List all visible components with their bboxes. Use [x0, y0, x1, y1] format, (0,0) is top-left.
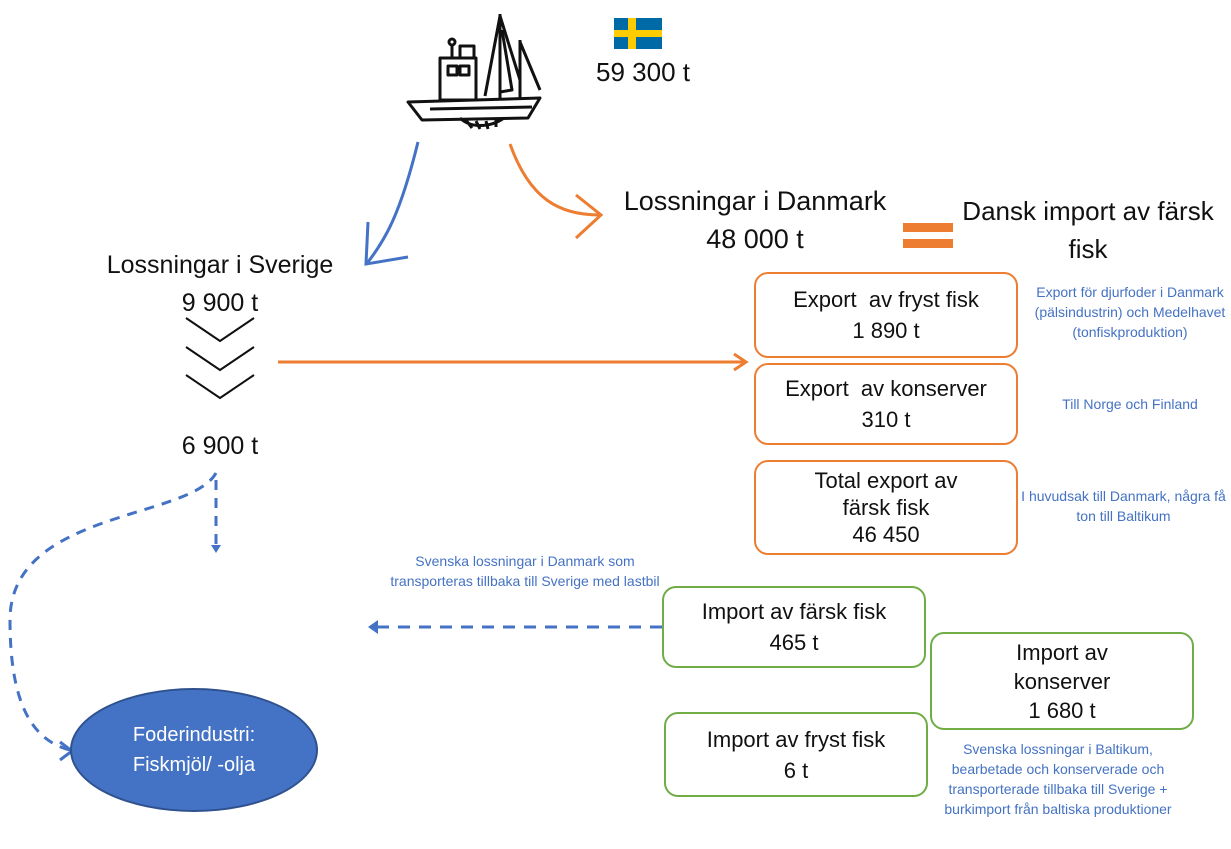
export-fresh-value: 46 450	[852, 522, 920, 547]
import-canned-box: Import av konserver 1 680 t	[930, 632, 1194, 730]
swedish-catch-value: 59 300 t	[596, 57, 690, 87]
fishing-boat-icon	[406, 14, 542, 130]
export-fresh-box: Total export av färsk fisk 46 450	[754, 460, 1018, 555]
arrow-import-back-head	[368, 620, 378, 634]
arrow-to-denmark	[508, 143, 601, 217]
arrow-to-sweden-head	[364, 221, 409, 266]
equals-sign	[903, 223, 953, 232]
import-canned-label2: konserver	[1013, 668, 1111, 694]
import-frozen-value: 6 t	[783, 757, 809, 783]
import-fresh-value: 465 t	[769, 630, 819, 655]
import-fresh-label: Import av färsk fisk	[701, 599, 887, 624]
export-frozen-box: Export av fryst fisk 1 890 t	[754, 272, 1018, 358]
export-canned-label: Export av konserver	[785, 376, 987, 401]
export-fresh-label2: färsk fisk	[842, 495, 930, 520]
feed-industry-ellipse: Foderindustri: Fiskmjöl/ -olja	[70, 688, 318, 812]
import-fresh-box: Import av färsk fisk 465 t	[662, 586, 926, 668]
import-fresh-note: Svenska lossningar i Danmark som transpo…	[390, 553, 660, 589]
swedish-flag-icon	[614, 18, 662, 49]
export-frozen-note: Export för djurfoder i Danmark (pälsindu…	[1034, 284, 1226, 340]
feed-industry-line2: Fiskmjöl/ -olja	[132, 754, 256, 776]
export-canned-box: Export av konserver 310 t	[754, 363, 1018, 445]
arrow-to-exports-head	[733, 352, 749, 372]
chevron-down-icon	[185, 317, 255, 400]
landings-sweden-value: 9 900 t	[181, 289, 259, 317]
landings-denmark-title: Lossningar i Danmark	[623, 186, 887, 216]
import-canned-note: Svenska lossningar i Baltikum, bearbetad…	[944, 741, 1172, 817]
landings-sweden-title: Lossningar i Sverige	[106, 251, 334, 279]
export-frozen-label: Export av fryst fisk	[793, 287, 979, 312]
arrow-to-feed-industry	[8, 472, 218, 752]
export-fresh-label1: Total export av	[814, 468, 958, 493]
export-canned-note: Till Norge och Finland	[1062, 396, 1198, 412]
import-frozen-label: Import av fryst fisk	[706, 726, 886, 752]
import-canned-label1: Import av	[1016, 639, 1108, 665]
danish-import: Dansk import av färsk fisk	[945, 192, 1231, 268]
equals-sign-lower	[903, 239, 953, 248]
feed-industry-line1: Foderindustri:	[132, 724, 256, 746]
arrow-to-denmark-head	[574, 193, 604, 240]
export-fresh-note: I huvudsak till Danmark, några få ton ti…	[1021, 488, 1226, 524]
landings-sweden: Lossningar i Sverige 9 900 t	[80, 246, 360, 322]
sweden-after-value: 6 900 t	[181, 432, 259, 460]
landings-denmark: Lossningar i Danmark 48 000 t	[610, 182, 900, 258]
danish-import-line2: fisk	[1068, 234, 1108, 264]
import-frozen-box: Import av fryst fisk 6 t	[664, 712, 928, 797]
landings-denmark-value: 48 000 t	[706, 224, 804, 254]
danish-import-line1: Dansk import av färsk	[962, 196, 1214, 226]
arrow-to-sweden	[366, 141, 420, 263]
export-canned-value: 310 t	[861, 407, 911, 432]
arrow-down-short-head	[211, 545, 221, 553]
import-canned-value: 1 680 t	[1028, 697, 1096, 723]
export-frozen-value: 1 890 t	[852, 318, 920, 343]
